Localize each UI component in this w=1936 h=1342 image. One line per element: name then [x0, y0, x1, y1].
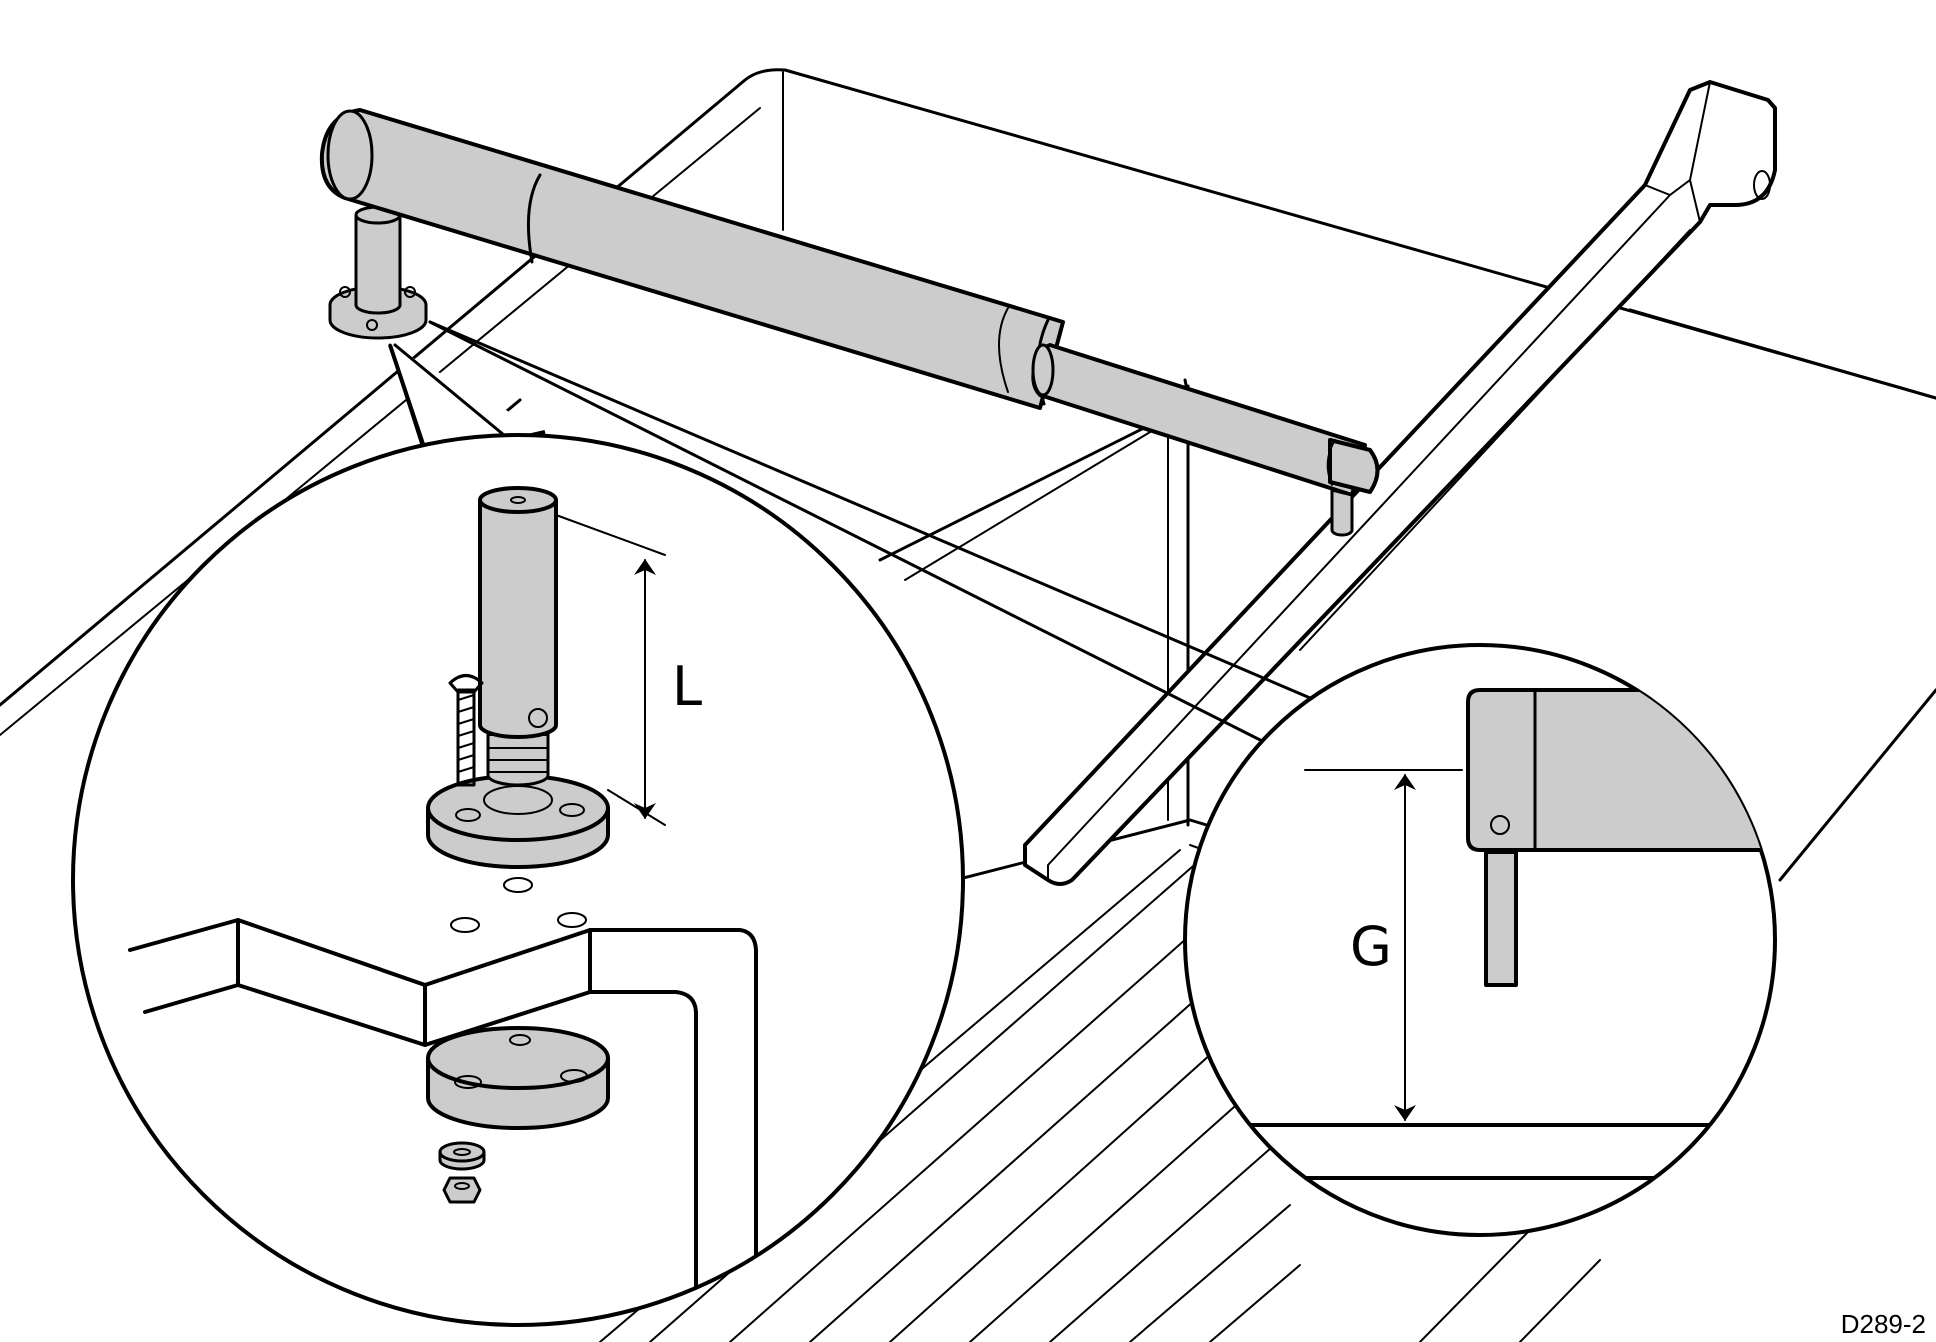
tiller-arm: [1023, 80, 1777, 886]
callout-pointers: [388, 320, 1352, 762]
drive-unit: [319, 108, 1380, 537]
dimension-label-g: G: [1350, 915, 1392, 978]
gap-dimension: G: [1304, 769, 1463, 1121]
gap-detail-callout: G: [1183, 643, 1777, 1237]
length-dimension: L: [555, 514, 702, 826]
pedestal-detail-callout: L: [71, 433, 965, 1327]
dimension-label-l: L: [672, 655, 702, 718]
screw-washer-nut-icon: [438, 1141, 486, 1204]
figure-code: D289-2: [1841, 1309, 1926, 1339]
